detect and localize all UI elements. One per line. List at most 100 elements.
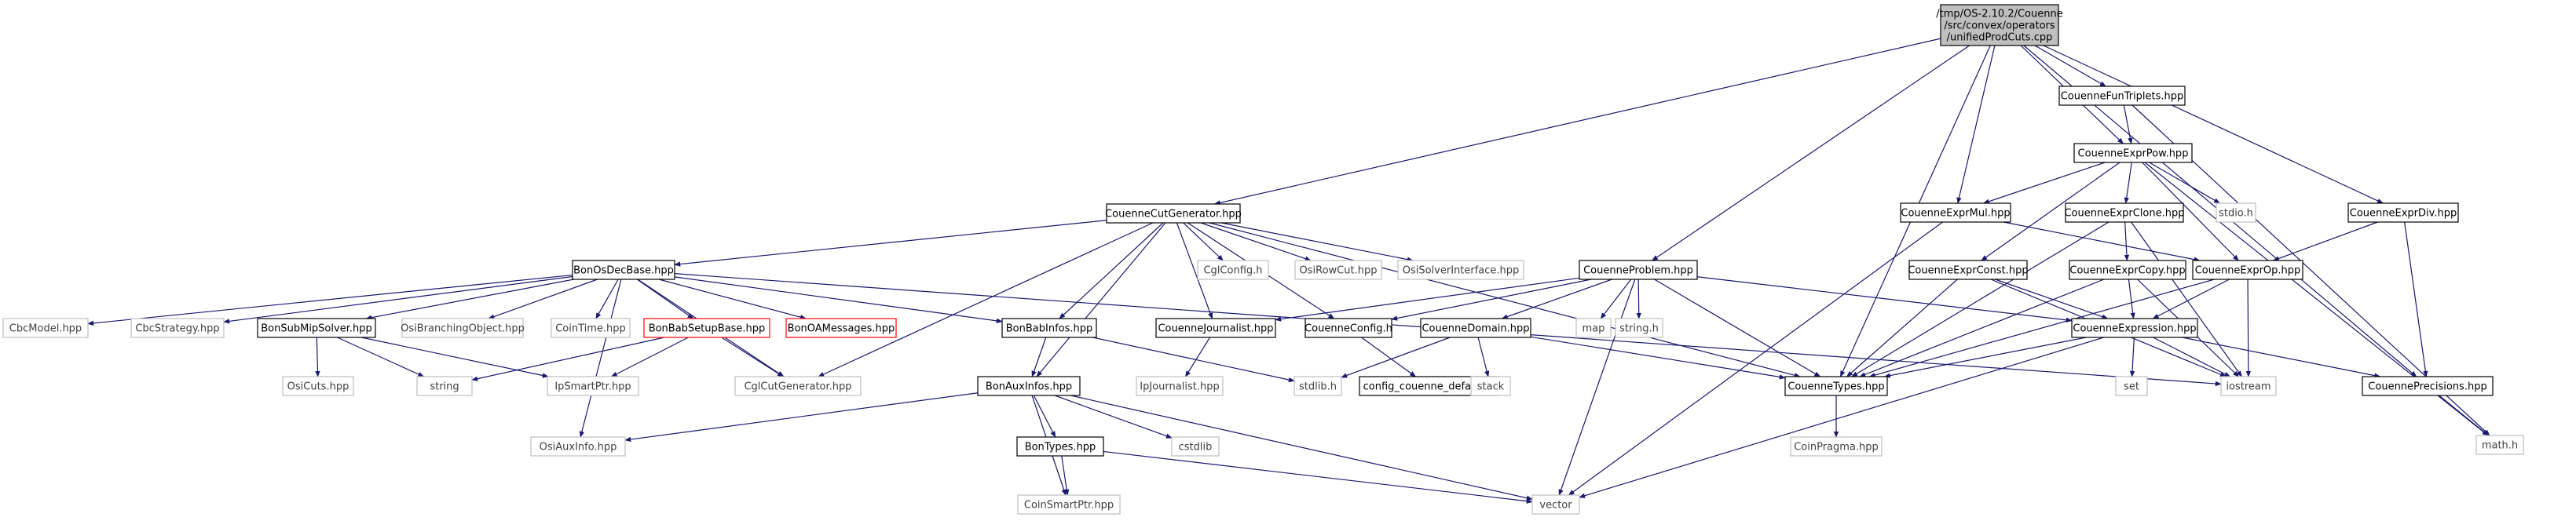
edge-cproblem-to-map xyxy=(1600,279,1632,319)
edge-bonosdec-to-cointime xyxy=(595,279,619,319)
node-cexprdiv[interactable]: CouenneExprDiv.hpp xyxy=(2347,202,2459,223)
node-box xyxy=(547,376,639,396)
node-label: IpJournalist.hpp xyxy=(1140,381,1219,393)
node-osibranch[interactable]: OsiBranchingObject.hpp xyxy=(401,318,525,338)
node-label: config_couenne_default.h xyxy=(1363,381,1495,393)
node-bonbabsetup[interactable]: BonBabSetupBase.hpp xyxy=(643,318,770,338)
node-iostream[interactable]: iostream xyxy=(2220,376,2277,396)
edge-bonosdec-to-osiauxinfo xyxy=(579,279,622,438)
edge-cexprop-to-iostream xyxy=(2245,279,2252,377)
node-ipsmartptr[interactable]: IpSmartPtr.hpp xyxy=(547,376,639,396)
edge-cproblem-to-stringh xyxy=(1636,279,1641,319)
node-bonbabinfos[interactable]: BonBabInfos.hpp xyxy=(1001,318,1097,338)
node-cglcutgen[interactable]: CglCutGenerator.hpp xyxy=(734,376,862,396)
edge-cexprpow-to-cexprconst xyxy=(1981,162,2120,261)
node-cdomain[interactable]: CouenneDomain.hpp xyxy=(1420,318,1531,338)
node-box xyxy=(257,318,376,338)
edge-cexprop-to-cexpression xyxy=(2152,279,2230,319)
node-cstdlib[interactable]: cstdlib xyxy=(1171,436,1220,457)
node-cbcmodel[interactable]: CbcModel.hpp xyxy=(2,318,89,338)
node-cexprcopy[interactable]: CouenneExprCopy.hpp xyxy=(2069,260,2186,280)
node-ctypes[interactable]: CouenneTypes.hpp xyxy=(1784,376,1888,396)
node-bonsubmip[interactable]: BonSubMipSolver.hpp xyxy=(257,318,376,338)
node-label: BonBabInfos.hpp xyxy=(1006,323,1093,335)
node-box xyxy=(1304,318,1392,338)
edge-bonsubmip-to-string xyxy=(337,337,425,377)
edge-cexprpow-to-cexprclone xyxy=(2124,162,2132,204)
edge-cexprpow-to-cexprop xyxy=(2142,162,2239,261)
node-cointime[interactable]: CoinTime.hpp xyxy=(551,318,631,338)
node-bontypes[interactable]: BonTypes.hpp xyxy=(1016,436,1104,457)
node-box xyxy=(2073,143,2193,163)
edge-cexprmul-to-cexprop xyxy=(2003,221,2201,262)
node-bonauxinfos[interactable]: BonAuxInfos.hpp xyxy=(977,376,1081,396)
node-ipjournalist[interactable]: IpJournalist.hpp xyxy=(1136,376,1224,396)
node-label: CouenneFunTriplets.hpp xyxy=(2061,91,2184,103)
node-label: CglCutGenerator.hpp xyxy=(744,381,851,393)
edge-ccutgen-to-bonosdec xyxy=(674,220,1107,267)
node-box xyxy=(401,318,524,338)
node-cglconfig[interactable]: CglConfig.h xyxy=(1197,260,1269,280)
node-box xyxy=(2115,376,2148,396)
node-cprecisions[interactable]: CouennePrecisions.hpp xyxy=(2362,376,2494,396)
node-cexprop[interactable]: CouenneExprOp.hpp xyxy=(2192,260,2303,280)
node-cjournalist[interactable]: CouenneJournalist.hpp xyxy=(1155,318,1276,338)
edge-root-to-cexprmul xyxy=(1956,45,1996,204)
node-label: set xyxy=(2124,381,2139,393)
node-cexprmul[interactable]: CouenneExprMul.hpp xyxy=(1900,202,2011,223)
edge-bontypes-to-vector xyxy=(1103,450,1533,504)
node-cbcstrategy[interactable]: CbcStrategy.hpp xyxy=(130,318,225,338)
edge-bonosdec-to-osibranch xyxy=(488,279,598,319)
edge-cexprclone-to-cexprcopy xyxy=(2124,221,2130,261)
node-box xyxy=(1106,203,1241,224)
node-label: CouenneExprCopy.hpp xyxy=(2069,265,2185,277)
node-cfuntriplets[interactable]: CouenneFunTriplets.hpp xyxy=(2058,86,2186,106)
node-cproblem[interactable]: CouenneProblem.hpp xyxy=(1579,260,1698,280)
edge-bonosdec-to-cbcstrategy xyxy=(223,275,573,324)
node-stringh[interactable]: string.h xyxy=(1615,318,1663,338)
node-box xyxy=(977,376,1081,396)
node-set[interactable]: set xyxy=(2115,376,2148,396)
node-label: stdlib.h xyxy=(1299,381,1337,393)
node-ccutgen[interactable]: CouenneCutGenerator.hpp xyxy=(1105,203,1242,224)
node-osisolver[interactable]: OsiSolverInterface.hpp xyxy=(1397,260,1524,280)
node-cexprpow[interactable]: CouenneExprPow.hpp xyxy=(2073,143,2193,163)
edge-cproblem-to-cdomain xyxy=(1501,279,1612,319)
node-root[interactable]: /tmp/OS-2.10.2/Couenne/src/convex/operat… xyxy=(1936,4,2063,46)
node-osiauxinfo[interactable]: OsiAuxInfo.hpp xyxy=(530,436,626,457)
node-label: CouenneExprMul.hpp xyxy=(1901,208,2010,220)
node-box xyxy=(1293,376,1342,396)
node-box xyxy=(572,260,675,280)
node-cexprconst[interactable]: CouenneExprConst.hpp xyxy=(1908,260,2029,280)
edge-ccutgen-to-cglconfig xyxy=(1183,222,1224,261)
edge-cexpression-to-cprecisions xyxy=(2182,337,2381,378)
edge-cexpression-to-set xyxy=(2129,337,2135,377)
node-cexpression[interactable]: CouenneExpression.hpp xyxy=(2071,318,2198,338)
node-box xyxy=(785,318,897,338)
edge-cexpression-to-ctypes xyxy=(1883,337,2087,378)
node-stdio[interactable]: stdio.h xyxy=(2216,202,2256,223)
node-osicuts[interactable]: OsiCuts.hpp xyxy=(282,376,354,396)
edge-cdomain-to-stack xyxy=(1477,337,1490,377)
node-cconfig[interactable]: CouenneConfig.h xyxy=(1304,318,1392,338)
node-map[interactable]: map xyxy=(1575,318,1612,338)
node-coinsmartptr[interactable]: CoinSmartPtr.hpp xyxy=(1017,494,1121,515)
node-box xyxy=(2220,376,2277,396)
node-box xyxy=(2071,318,2198,338)
node-label: BonTypes.hpp xyxy=(1025,442,1096,454)
node-box xyxy=(1001,318,1097,338)
node-box xyxy=(2347,202,2459,223)
node-bonoamsg[interactable]: BonOAMessages.hpp xyxy=(785,318,897,338)
node-cexprclone[interactable]: CouenneExprClone.hpp xyxy=(2064,202,2185,223)
node-mathh[interactable]: math.h xyxy=(2475,435,2524,455)
node-coinpragma[interactable]: CoinPragma.hpp xyxy=(1790,436,1883,457)
node-string[interactable]: string xyxy=(416,376,473,396)
node-stdlib[interactable]: stdlib.h xyxy=(1293,376,1342,396)
node-stack[interactable]: stack xyxy=(1470,376,1511,396)
node-vector[interactable]: vector xyxy=(1531,494,1580,515)
node-label: CouenneExprPow.hpp xyxy=(2078,148,2189,160)
edge-cexprconst-to-cexpression xyxy=(1995,279,2109,319)
edge-cfuntriplets-to-cexprpow xyxy=(2123,104,2133,144)
node-bonosdec[interactable]: BonOsDecBase.hpp xyxy=(572,260,675,280)
node-osirowcut[interactable]: OsiRowCut.hpp xyxy=(1294,260,1382,280)
